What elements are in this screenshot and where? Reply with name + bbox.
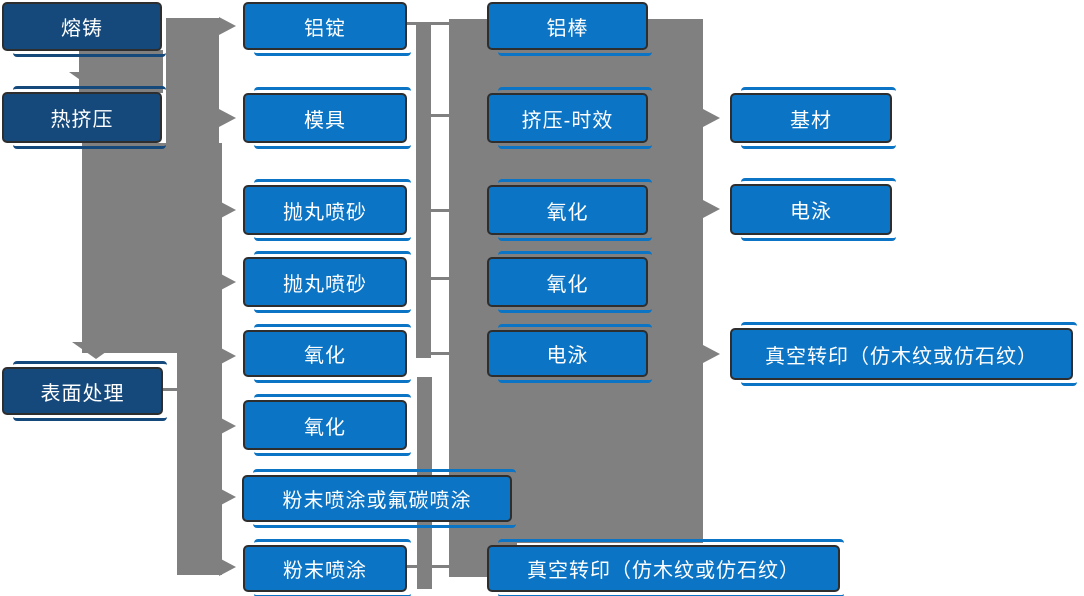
- link-bar-to-electrophoresis: [431, 352, 455, 355]
- node-aluminum-ingot: 铝锭: [243, 0, 411, 56]
- connector-bar-upper: [416, 22, 431, 358]
- arrowhead-to-aluminum-ingot: [219, 17, 236, 35]
- arrowhead-extrusion-to-surface: [72, 342, 120, 359]
- node-vacuum-transfer-bottom: 真空转印（仿木纹或仿石纹）: [487, 539, 844, 596]
- arrowhead-to-powder-coating: [219, 558, 236, 576]
- node-vacuum-transfer-right: 真空转印（仿木纹或仿石纹）: [730, 322, 1077, 386]
- node-oxidation-1: 氧化: [243, 324, 411, 383]
- arrowhead-to-vacuum-transfer-right: [703, 345, 720, 363]
- arrowhead-to-mold: [219, 109, 236, 127]
- link-powder-to-vacuum: [405, 565, 455, 568]
- node-extrusion-aging: 挤压-时效: [487, 87, 652, 149]
- link-surface-treatment-to-band: [163, 388, 177, 391]
- node-mold: 模具: [243, 87, 411, 149]
- arrowhead-to-electrophoresis-2: [703, 200, 720, 218]
- arrowhead-to-oxidation-2: [219, 417, 236, 435]
- link-bar-to-rect-row2: [431, 114, 450, 117]
- node-oxidation-2: 氧化: [243, 394, 411, 456]
- node-shot-blasting-2: 抛丸喷砂: [243, 251, 411, 313]
- arrowhead-to-shot-blasting-2: [219, 273, 236, 291]
- arrowhead-to-powder-fluorocarbon: [219, 488, 236, 506]
- connector-band-middle: [82, 143, 222, 353]
- node-shot-blasting-1: 抛丸喷砂: [243, 179, 411, 241]
- link-bar-to-rect-row3: [431, 209, 450, 212]
- arrowhead-to-base-material: [703, 109, 720, 127]
- node-oxidation-4: 氧化: [487, 251, 652, 313]
- node-hot-extrusion: 热挤压: [2, 86, 166, 149]
- node-aluminum-rod: 铝棒: [487, 0, 652, 56]
- link-ingot-to-rod: [402, 22, 450, 25]
- node-melting-casting: 熔铸: [2, 0, 166, 57]
- arrowhead-to-shot-blasting-1: [219, 201, 236, 219]
- node-powder-coating: 粉末喷涂: [243, 539, 411, 596]
- link-bar-to-rect-row4: [431, 277, 450, 280]
- node-surface-treatment: 表面处理: [2, 361, 167, 421]
- connector-band-top: [166, 18, 219, 144]
- arrowhead-to-oxidation-1: [219, 347, 236, 365]
- node-powder-or-fluorocarbon-coating: 粉末喷涂或氟碳喷涂: [242, 469, 516, 528]
- connector-band-bottom: [177, 350, 222, 575]
- arrowhead-melting-to-extrusion: [69, 72, 117, 89]
- node-electrophoresis-2: 电泳: [730, 178, 896, 241]
- node-oxidation-3: 氧化: [487, 179, 652, 241]
- node-electrophoresis-1: 电泳: [487, 324, 652, 383]
- node-base-material: 基材: [730, 87, 896, 149]
